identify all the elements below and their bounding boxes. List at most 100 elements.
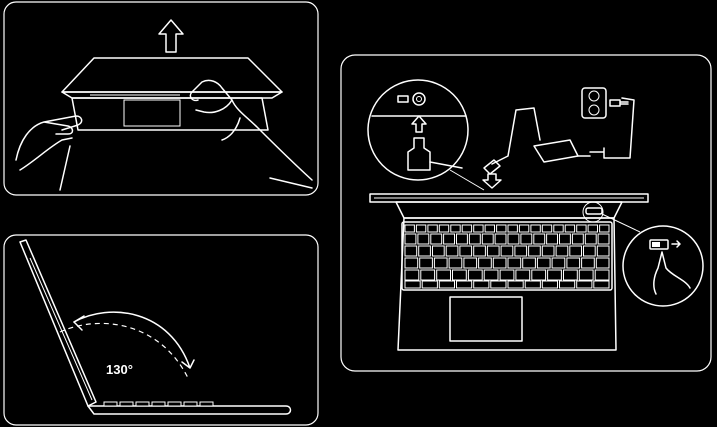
keyboard-key (434, 258, 447, 268)
keyboard-key (482, 234, 493, 244)
keyboard-key (405, 225, 414, 232)
keyboard-key (579, 270, 593, 280)
keyboard-key (495, 234, 506, 244)
keyboard-key (577, 225, 586, 232)
angle-label: 130° (106, 362, 133, 377)
keyboard-key (515, 246, 527, 256)
keyboard-key (437, 270, 451, 280)
side-view-key (152, 402, 165, 406)
keyboard-key (560, 281, 575, 288)
keyboard-key (439, 281, 454, 288)
keyboard-key (457, 281, 472, 288)
keyboard-key (418, 234, 429, 244)
keyboard-key (582, 258, 595, 268)
panel-power-connection (341, 55, 711, 371)
keyboard-key (457, 234, 468, 244)
keyboard-key (484, 270, 498, 280)
keyboard-key (577, 281, 592, 288)
keyboard-key (449, 258, 462, 268)
keyboard-key (597, 246, 609, 256)
keyboard-key (570, 246, 582, 256)
keyboard-key (464, 258, 477, 268)
side-view-key (104, 402, 117, 406)
keyboard-key (547, 234, 558, 244)
keyboard-key (594, 281, 609, 288)
keyboard-key (525, 281, 540, 288)
keyboard-key (421, 270, 435, 280)
keyboard-key (534, 234, 545, 244)
side-view-key (168, 402, 181, 406)
side-view-key (184, 402, 197, 406)
keyboard-key (542, 281, 557, 288)
side-view-key (200, 402, 213, 406)
keyboard-key (405, 270, 419, 280)
keyboard-key (446, 246, 458, 256)
keyboard-key (500, 270, 514, 280)
keyboard-key (595, 270, 609, 280)
keyboard-key (479, 258, 492, 268)
keyboard-key (405, 258, 418, 268)
side-view-key (120, 402, 133, 406)
keyboard-key (420, 258, 433, 268)
keyboard-key (585, 234, 596, 244)
keyboard-key (537, 258, 550, 268)
keyboard-key (501, 246, 513, 256)
keyboard-key (519, 225, 528, 232)
keyboard-key (552, 258, 565, 268)
keyboard-key (485, 225, 494, 232)
keyboard-key (600, 225, 609, 232)
keyboard-key (491, 281, 506, 288)
keyboard-key (453, 270, 467, 280)
keyboard-key (542, 225, 551, 232)
keyboard-key (548, 270, 562, 280)
keyboard-key (556, 246, 568, 256)
keyboard-key (598, 234, 609, 244)
keyboard-key (584, 246, 596, 256)
keyboard-key (567, 258, 580, 268)
keyboard-key (422, 281, 437, 288)
keyboard-key (564, 270, 578, 280)
keyboard-key (433, 246, 445, 256)
keyboard-key (508, 225, 517, 232)
keyboard-key (523, 258, 536, 268)
keyboard-key (554, 225, 563, 232)
keyboard-key (508, 281, 523, 288)
keyboard-key (521, 234, 532, 244)
keyboard-key (508, 234, 519, 244)
keyboard-key (431, 234, 442, 244)
keyboard-key (596, 258, 609, 268)
keyboard-key (588, 225, 597, 232)
keyboard-key (428, 225, 437, 232)
keyboard-key (532, 270, 546, 280)
keyboard-key (529, 246, 541, 256)
keyboard-key (468, 270, 482, 280)
keyboard-key (444, 234, 455, 244)
keyboard-key (497, 225, 506, 232)
keyboard-key (542, 246, 554, 256)
keyboard-key (474, 281, 489, 288)
keyboard-key (405, 234, 416, 244)
keyboard-key (469, 234, 480, 244)
side-view-key (136, 402, 149, 406)
panel-open-lid (4, 2, 318, 195)
keyboard-key (560, 234, 571, 244)
keyboard-key (460, 246, 472, 256)
keyboard-key (416, 225, 425, 232)
keyboard-key (531, 225, 540, 232)
keyboard-key (474, 246, 486, 256)
keyboard-key (405, 246, 417, 256)
keyboard-key (419, 246, 431, 256)
keyboard-key (451, 225, 460, 232)
keyboard-key (493, 258, 506, 268)
keyboard-key (474, 225, 483, 232)
keyboard-key (439, 225, 448, 232)
keyboard-key (405, 281, 420, 288)
keyboard-key (508, 258, 521, 268)
panel-opening-angle: 130° (4, 235, 318, 425)
keyboard-key (572, 234, 583, 244)
keyboard-key (462, 225, 471, 232)
keyboard-key (565, 225, 574, 232)
keyboard-key (516, 270, 530, 280)
keyboard-key (487, 246, 499, 256)
